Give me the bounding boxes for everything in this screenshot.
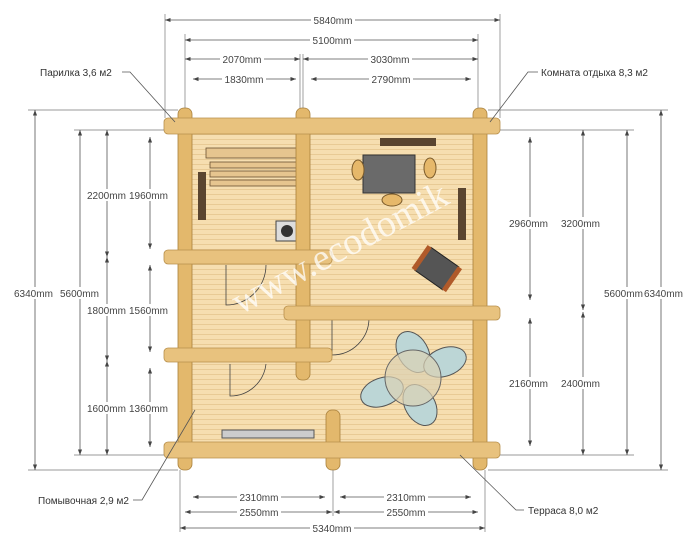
dim-bottom-total: 5340mm: [313, 524, 352, 535]
dim-bottom-right-axis: 2550mm: [387, 508, 426, 519]
dim-right-walls: 5600mm: [604, 289, 643, 300]
dim-left-seg1-axis: 2200mm: [87, 191, 126, 202]
dim-left-seg1-clear: 1960mm: [129, 191, 168, 202]
window: [380, 138, 436, 146]
stove-stones: [281, 225, 293, 237]
armchair: [411, 245, 463, 293]
post: [325, 409, 341, 471]
window: [458, 188, 466, 240]
room-label-washroom: Помывочная 2,9 м2: [38, 496, 129, 507]
dim-left-seg2-clear: 1560mm: [129, 306, 168, 317]
partition-log: [283, 305, 501, 321]
dim-top-left-clear: 1830mm: [225, 75, 264, 86]
partition-log: [163, 249, 333, 265]
wall-log-top: [163, 117, 501, 135]
dim-top-right-clear: 2790mm: [372, 75, 411, 86]
terrace-furniture: [360, 331, 467, 426]
dim-left-seg3-axis: 1600mm: [87, 404, 126, 415]
dim-left-seg3-clear: 1360mm: [129, 404, 168, 415]
chair: [351, 159, 365, 181]
dim-left-seg2-axis: 1800mm: [87, 306, 126, 317]
door-swing: [229, 363, 267, 397]
drain: [221, 429, 315, 439]
extension-lines: [28, 14, 668, 532]
partition-log: [163, 347, 333, 363]
wall-log-right: [472, 107, 488, 471]
chair: [381, 193, 403, 207]
door-swing: [331, 317, 370, 356]
dim-bottom-right-clear: 2310mm: [387, 493, 426, 504]
dim-left-overall: 6340mm: [14, 289, 53, 300]
dimension-labels: 5840mm 5100mm 2070mm 3030mm 1830mm 2790m…: [12, 14, 693, 535]
dim-bottom-left-axis: 2550mm: [240, 508, 279, 519]
wall-log-left: [177, 107, 193, 471]
table: [362, 154, 416, 194]
dim-top-total-inner: 5100mm: [313, 36, 352, 47]
room-label-terrace: Терраса 8,0 м2: [528, 506, 599, 517]
sauna-bench: [205, 147, 299, 187]
dim-right-upper-clear: 2960mm: [509, 219, 548, 230]
chair: [423, 157, 437, 179]
door-swing: [225, 264, 267, 306]
dim-right-overall: 6340mm: [644, 289, 683, 300]
dim-right-upper-axis: 3200mm: [561, 219, 600, 230]
building: www.ecodomik: [163, 107, 501, 471]
room-label-rest-room: Комната отдыха 8,3 м2: [541, 68, 648, 79]
dim-top-right-axis: 3030mm: [371, 55, 410, 66]
dim-left-walls: 5600mm: [60, 289, 99, 300]
room-label-steam-room: Парилка 3,6 м2: [40, 68, 112, 79]
window: [198, 172, 206, 220]
wall-log-bottom: [163, 441, 501, 459]
dim-bottom-left-clear: 2310mm: [240, 493, 279, 504]
dim-right-lower-axis: 2400mm: [561, 379, 600, 390]
dim-top-total-outer: 5840mm: [314, 16, 353, 27]
dim-top-left-axis: 2070mm: [223, 55, 262, 66]
dim-right-lower-clear: 2160mm: [509, 379, 548, 390]
